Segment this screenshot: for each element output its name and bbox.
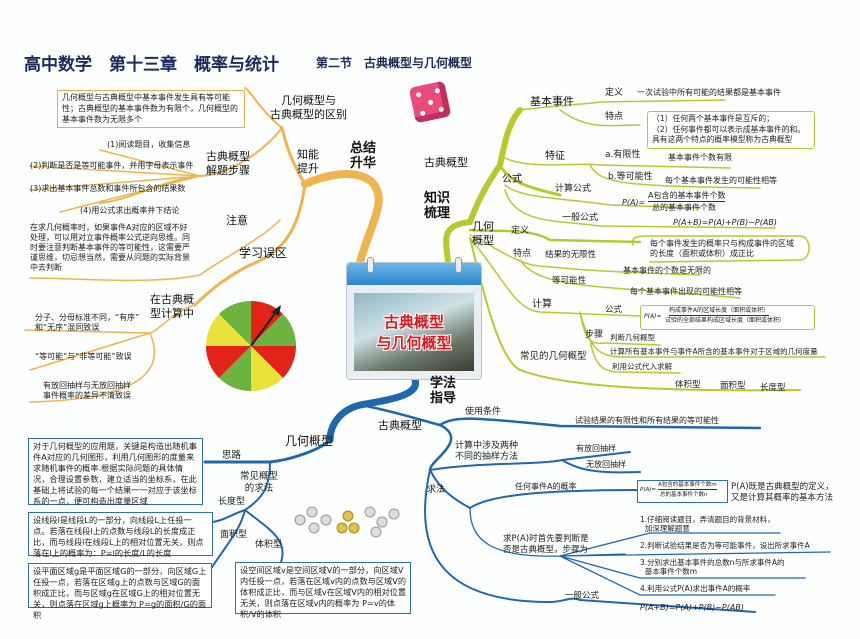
geo-type: 体积型: [675, 380, 701, 390]
length-type-label: 长度型: [218, 497, 246, 507]
classical-formula-pa: P(A)=: [640, 487, 656, 493]
first-judge-label: 求P(A)时首先要判断是 否是古典概型，步骤为: [503, 534, 589, 555]
step-item: (1)阅读题目，收集信息: [107, 140, 191, 149]
geo-type: 长度型: [760, 383, 786, 393]
classical-formula-den: 总的基本事件个数n: [660, 492, 708, 498]
geo-formula-box: P(A)= 构成事件A的区域长度（面积或体积） 试验的全部结果构成区域长度（面积…: [640, 305, 815, 330]
condition-label: 使用条件: [465, 407, 502, 417]
blue-general-label: 一般公式: [565, 591, 600, 601]
area-type-text: 设平面区域g是平面区域G的一部分，向区域G上任投一点，若落在区域g上的点数与区域…: [28, 563, 212, 620]
geo-infinite-text: 基本事件的个数是无限的: [623, 266, 711, 275]
method-guide-node: 学法 指导: [430, 376, 457, 406]
geo-definition-label: 定义: [511, 226, 530, 236]
volume-type-label: 体积型: [255, 540, 283, 550]
basic-event-node: 基本事件: [530, 95, 574, 108]
center-title-line1: 古典概型: [383, 313, 444, 331]
sampling-with-replacement: 有放回抽样: [576, 444, 616, 453]
trait-finite-text: 基本事件个数有限: [668, 153, 732, 162]
classical-formula-box: P(A)= A包含的基本事件个数m 总的基本事件个数n: [637, 480, 728, 503]
classical-model-node: 古典概型: [424, 156, 468, 169]
formula-label: 公式: [502, 174, 522, 185]
formula-numerator: A包含的基本事件个数: [648, 191, 726, 202]
trait-equal: b.等可能性: [608, 172, 653, 182]
geo-formula-num: 构成事件A的区域长度（面积或体积）: [669, 307, 770, 317]
step-item: (4)用公式求出概率并下结论: [80, 206, 180, 215]
geo-equal-text: 每个基本事件出现的可能性相等: [630, 287, 742, 296]
area-type-label: 面积型: [220, 530, 248, 540]
definition-label: 定义: [605, 88, 624, 98]
any-event-label: 任何事件A的概率: [515, 482, 577, 491]
feature-label: 特点: [605, 112, 624, 122]
geo-steps-label: 步骤: [585, 330, 604, 340]
geo-calc-label: 计算: [532, 299, 552, 310]
page-subtitle: 第二节 古典概型与几何概型: [316, 56, 473, 70]
geo-definition-text: 每个事件发生的概率只与构成事件的区域的长度（面积或体积）成正比: [650, 239, 794, 258]
idea-text: 对于几何概型的应用题，关键是构造出随机事件A对应的几何图形，利用几何图形的度量来…: [28, 438, 203, 506]
summary-node: 总结 升华: [350, 141, 377, 171]
step-item: (3)求出基本事件总数和事件所包含的结果数: [30, 184, 186, 193]
balls-illustration-icon: [294, 506, 400, 538]
blue-classical-node: 古典概型: [378, 419, 422, 432]
spinner-wheel-icon: [205, 300, 297, 392]
idea-label: 思路: [222, 450, 242, 461]
mistakes-node: 学习误区: [239, 246, 288, 260]
difference-text: 几何概型与古典概型中基本事件发生具有等可能性；古典概型的基本事件数为有限个，几何…: [57, 90, 245, 129]
geo-formula-pa: P(A)=: [644, 313, 662, 320]
page-title: 高中数学 第十三章 概率与统计: [24, 55, 279, 75]
ability-node: 知能 提升: [297, 148, 319, 175]
common-method-label: 常见概型 的求法: [240, 471, 279, 494]
classical-step: 1.仔细阅读题目，弄清题目的背景材料， 加深理解题意: [640, 515, 775, 534]
geo-formula-den: 试验的全部结果构成区域长度（面积或体积）: [665, 317, 786, 324]
trait-finite: a.有限性: [605, 150, 641, 160]
blue-general-formula: P(A+B)=P(A)+P(B)−P(AB): [640, 603, 744, 612]
geo-step: 计算所有基本事件与事件A所含的基本事件对于区域的几何度量: [610, 347, 818, 356]
general-formula: P(A+B)=P(A)+P(B)−P(AB): [673, 218, 777, 227]
solving-steps-node: 古典概型 解题步骤: [206, 150, 250, 177]
trait-equal-text: 每个基本事件发生的可能性相等: [665, 176, 777, 185]
calc-formula-label: 计算公式: [555, 184, 592, 194]
center-topic-card: 古典概型 与几何概型: [346, 257, 482, 380]
definition-text: 一次试验中所有可能的结果都是基本事件: [637, 88, 781, 97]
blue-geometric-node: 几何概型: [285, 434, 334, 448]
geo-infinite: 结果的无限性: [545, 250, 597, 260]
feature-text: （1）任何两个基本事件是互斥的； （2）任何事件都可以表示成基本事件的和。 具有…: [647, 111, 815, 149]
common-geo-label: 常见的几何概型: [520, 351, 587, 362]
formula-note: P(A)既是古典概型的定义， 又是计算其概率的基本方法: [731, 482, 834, 503]
classical-step: 2.判断试验结果是否为等可能事件，设出所求事件A: [640, 541, 810, 550]
sampling-label: 计算中涉及两种 不同的抽样方法: [455, 441, 519, 463]
geo-type: 面积型: [720, 381, 746, 391]
center-title-line2: 与几何概型: [376, 334, 452, 352]
classical-step: 4.利用公式P(A)求出事件A的概率: [640, 584, 751, 593]
general-formula-label: 一般公式: [562, 213, 599, 223]
note-text: 在求几何概率时，如果事件A对应的区域不好处理，可以用对立事件概率公式逆向思维。同…: [30, 223, 190, 272]
classical-calc-node: 在古典概 型计算中: [150, 293, 194, 320]
method-label: 求法: [427, 485, 446, 495]
geometric-model-node: 几何 概型: [472, 220, 494, 247]
geo-feature-label: 特点: [513, 249, 532, 259]
geo-equal: 等可能性: [552, 276, 587, 286]
sampling-without-replacement: 无放回抽样: [586, 460, 626, 469]
step-item: (2)判断是否是等可能事件，并用字母表示事件: [30, 161, 194, 170]
length-type-text: 设线段l是线段L的一部分，向线段L上任投一点。若落在线段l上的点数与线段L的长度…: [28, 512, 213, 558]
volume-type-text: 设空间区域v是空间区域V的一部分，向区域V内任投一点，若落在区域v内的点数与区域…: [235, 562, 411, 619]
knowledge-node: 知识 梳理: [424, 191, 451, 221]
classical-formula-num: A包含的基本事件个数m: [658, 482, 717, 491]
classical-step: 3.分别求出基本事件的总数n与所求事件A的 基本事件个数m: [640, 558, 785, 577]
geo-formula-label: 公式: [605, 305, 623, 315]
difference-node: 几何概型与 古典概型的区别: [270, 94, 347, 121]
mistake-item: 分子、分母标准不同，“有序” 和“无序”混同致误: [35, 313, 140, 332]
mistake-item: 有放回抽样与无放回抽样 事件概率的差异不清致误: [43, 381, 131, 400]
mistake-item: “等可能”与“非等可能”致误: [35, 352, 132, 361]
note-node: 注意: [226, 214, 248, 227]
geo-step: 利用公式代入求解: [612, 362, 672, 371]
formula-denominator: 总的基本事件个数: [652, 203, 716, 212]
formula-pa: P(A)=: [622, 198, 646, 207]
geo-step: 判断几何概型: [610, 333, 655, 342]
trait-label: 特征: [545, 151, 565, 162]
condition-text: 试验结果的有限性和所有结果的等可能性: [575, 416, 719, 425]
